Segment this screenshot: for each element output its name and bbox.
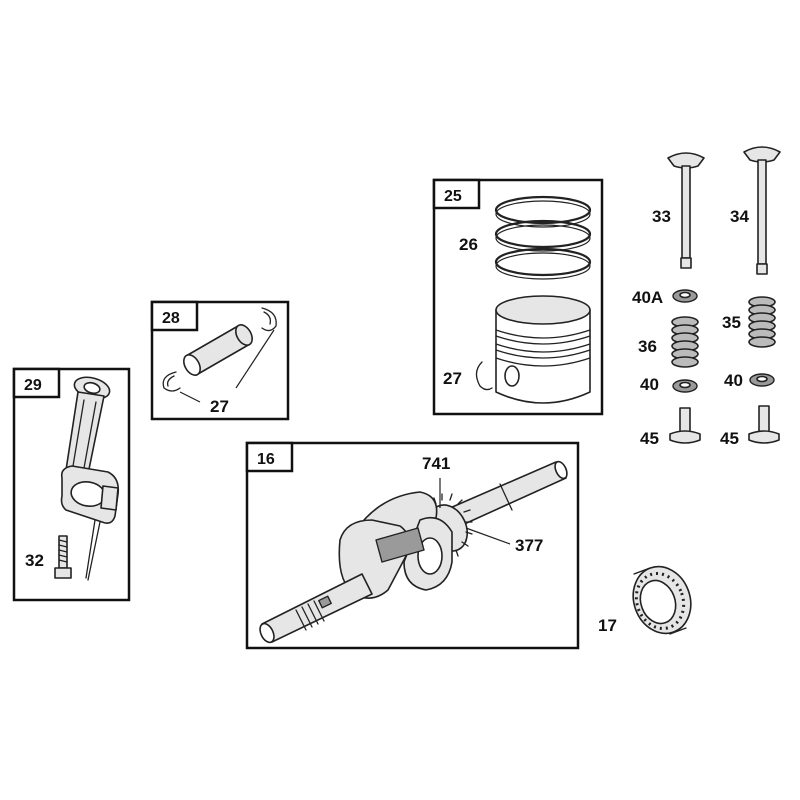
label-26: 26 (459, 235, 478, 254)
valve-spring-36[interactable] (671, 316, 699, 368)
group-25-tag (432, 178, 481, 210)
group-25-piston[interactable]: 25 26 27 (432, 178, 604, 416)
label-45-right: 45 (720, 429, 739, 448)
group-16-frame (245, 441, 580, 650)
group-16-tag (245, 441, 294, 473)
valve-34[interactable] (743, 146, 781, 275)
piston-clip[interactable] (475, 361, 493, 391)
label-32: 32 (25, 551, 44, 570)
crankshaft[interactable] (257, 460, 569, 645)
label-40-right: 40 (724, 371, 743, 390)
group-16-crankshaft[interactable]: 16 741 377 (245, 441, 580, 650)
group-28-number: 28 (162, 310, 180, 327)
group-29-tag (12, 367, 61, 399)
piston-pin[interactable] (180, 322, 255, 378)
retainer-40-left[interactable] (672, 379, 698, 393)
piston[interactable] (495, 295, 591, 404)
retainer-40-right[interactable] (749, 373, 775, 387)
group-29-frame (12, 367, 131, 602)
tappet-45-right[interactable] (748, 405, 780, 444)
label-35: 35 (722, 313, 741, 332)
label-33: 33 (652, 207, 671, 226)
tappet-45-left[interactable] (669, 407, 701, 444)
rod-bolt[interactable] (54, 535, 72, 579)
label-36: 36 (638, 337, 657, 356)
connecting-rod[interactable] (60, 374, 120, 581)
label-45-left: 45 (640, 429, 659, 448)
pin-clip-left[interactable] (162, 371, 181, 392)
label-27-piston: 27 (443, 369, 462, 388)
valve-33[interactable] (667, 152, 705, 269)
label-40-left: 40 (640, 375, 659, 394)
group-25-frame (432, 178, 604, 416)
group-28-tag (150, 300, 199, 332)
group-29-number: 29 (24, 377, 42, 394)
group-29-connecting-rod[interactable]: 29 32 (12, 367, 131, 602)
group-28-frame (150, 300, 290, 421)
main-bearing-17[interactable] (624, 558, 700, 641)
label-17: 17 (598, 616, 617, 635)
label-40A: 40A (632, 288, 663, 307)
label-741: 741 (422, 454, 450, 473)
piston-rings[interactable] (494, 195, 592, 280)
label-377: 377 (515, 536, 543, 555)
valve-seal-40a[interactable] (672, 289, 698, 303)
label-34: 34 (730, 207, 749, 226)
label-27-clips: 27 (210, 397, 229, 416)
group-28-piston-pin[interactable]: 28 27 (150, 300, 290, 421)
valve-spring-35[interactable] (748, 296, 776, 348)
group-25-number: 25 (444, 188, 462, 205)
pin-clip-right[interactable] (261, 307, 277, 332)
group-16-number: 16 (257, 451, 275, 468)
